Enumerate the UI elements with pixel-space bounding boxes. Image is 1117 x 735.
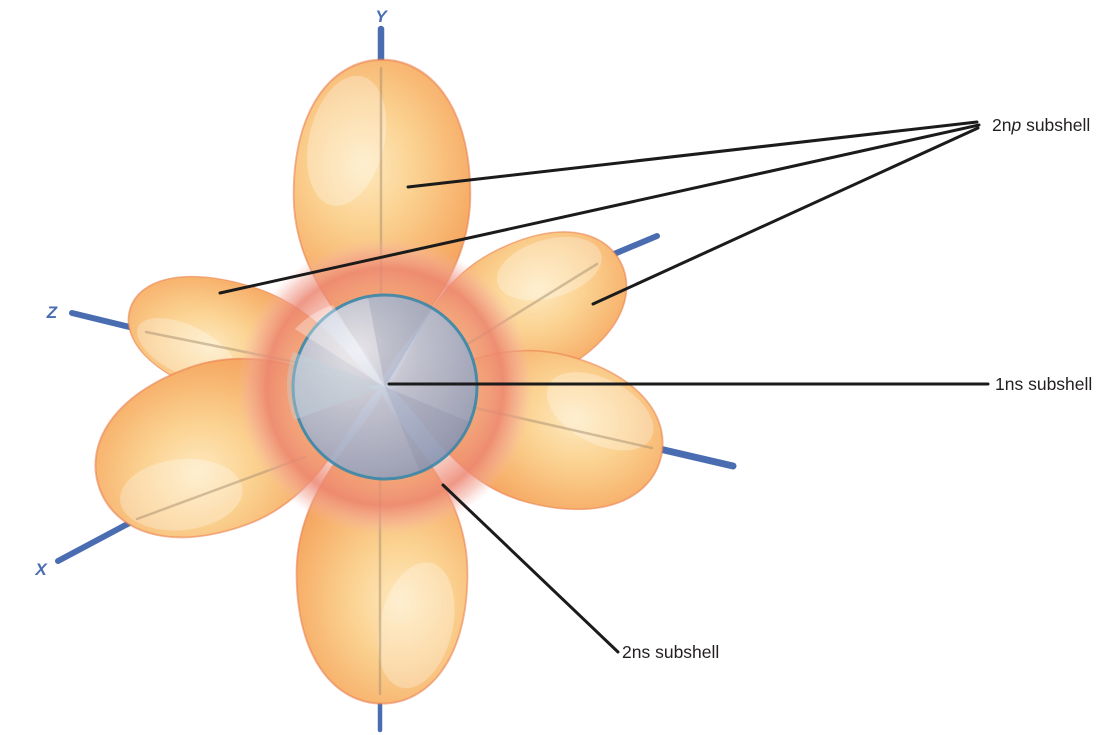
x-axis-label: X xyxy=(34,560,48,579)
sphere-facet-blue xyxy=(286,352,385,420)
sphere-facet-dark-bottom xyxy=(385,387,470,472)
ns1-subshell-label: 1ns subshell xyxy=(995,374,1092,394)
sphere-facet-dark-top xyxy=(368,295,432,387)
np-callout-line-upper-right-lobe xyxy=(591,126,980,306)
sphere-facet-highlight xyxy=(295,305,385,387)
x-axis-left-line xyxy=(55,516,140,564)
z-axis-right-line xyxy=(647,443,737,470)
ns2-callout-line xyxy=(441,483,620,654)
z-axis-label: Z xyxy=(46,303,58,322)
ns2-subshell-label: 2ns subshell xyxy=(622,642,719,662)
np-subshell-label: 2np subshell xyxy=(992,115,1090,135)
y-axis-label: Y xyxy=(375,7,388,26)
np-callout-line-upper-left-lobe xyxy=(218,123,981,295)
np-callout-line-top-lobe xyxy=(406,120,979,189)
1ns-subshell-sphere xyxy=(286,293,479,481)
